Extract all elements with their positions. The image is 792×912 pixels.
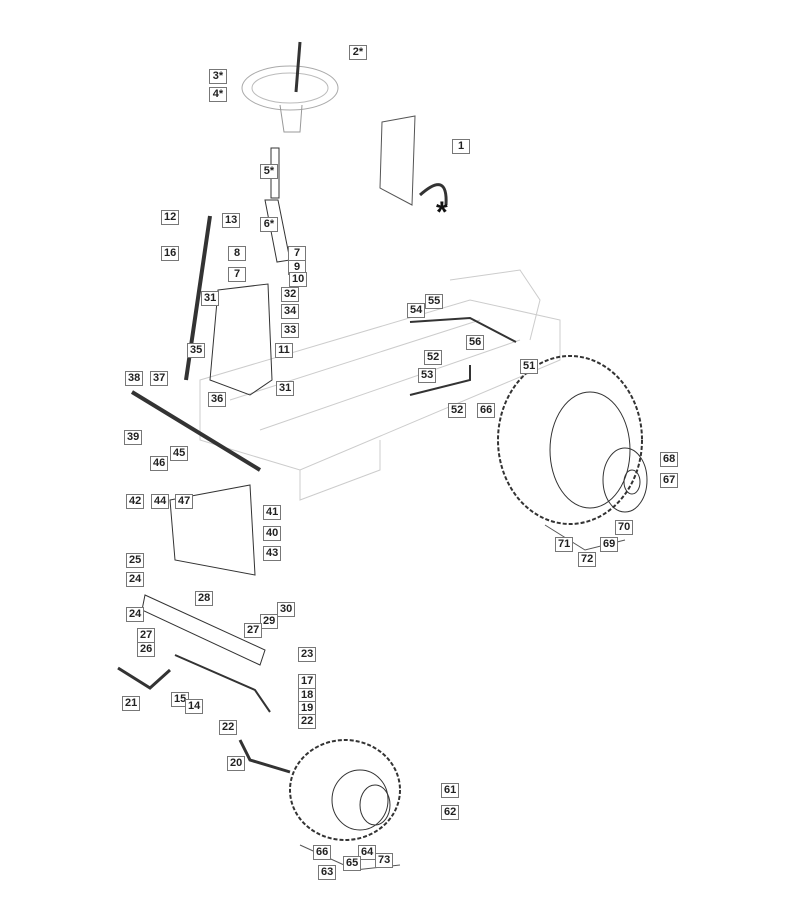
callout[interactable]: 13 xyxy=(222,213,241,228)
callout[interactable]: 19 xyxy=(298,701,317,716)
callout[interactable]: 44 xyxy=(151,494,170,509)
callout[interactable]: 24 xyxy=(126,607,145,622)
steering-wheel xyxy=(241,65,339,133)
callout[interactable]: 30 xyxy=(277,602,296,617)
callout[interactable]: 31 xyxy=(201,291,220,306)
callout[interactable]: 22 xyxy=(219,720,238,735)
callout[interactable]: 16 xyxy=(161,246,180,261)
front-axle-23 xyxy=(141,594,266,666)
callout[interactable]: 4* xyxy=(209,87,227,102)
callout[interactable]: 55 xyxy=(425,294,444,309)
callout[interactable]: 33 xyxy=(281,323,300,338)
callout[interactable]: 72 xyxy=(578,552,597,567)
front-wheel xyxy=(289,739,401,841)
callout[interactable]: 41 xyxy=(263,505,282,520)
callout[interactable]: 52 xyxy=(448,403,467,418)
callout[interactable]: 31 xyxy=(276,381,295,396)
callout[interactable]: 22 xyxy=(298,714,317,729)
callout[interactable]: 26 xyxy=(137,642,156,657)
callout[interactable]: 71 xyxy=(555,537,574,552)
callout[interactable]: 47 xyxy=(175,494,194,509)
callout[interactable]: 43 xyxy=(263,546,282,561)
callout[interactable]: 7 xyxy=(288,246,306,261)
column-bracket-11 xyxy=(209,283,273,396)
callout[interactable]: 63 xyxy=(318,865,337,880)
callout[interactable]: 70 xyxy=(615,520,634,535)
callout[interactable]: 1 xyxy=(452,139,470,154)
callout[interactable]: 5* xyxy=(260,164,278,179)
callout[interactable]: 51 xyxy=(520,359,539,374)
kit-1 xyxy=(379,115,416,206)
arrow xyxy=(419,183,448,206)
rear-wheel xyxy=(497,355,648,525)
callout[interactable]: 62 xyxy=(441,805,460,820)
callout[interactable]: 65 xyxy=(343,856,362,871)
callout[interactable]: 27 xyxy=(137,628,156,643)
callout[interactable]: 52 xyxy=(424,350,443,365)
asterisk-note-icon: * xyxy=(436,196,448,229)
callout[interactable]: 3* xyxy=(209,69,227,84)
callout[interactable]: 29 xyxy=(260,614,279,629)
bracket-lines xyxy=(299,524,626,871)
callout[interactable]: 64 xyxy=(358,845,377,860)
bolt-2 xyxy=(294,41,302,93)
rail-38 xyxy=(130,390,262,472)
rod-51 xyxy=(409,316,517,343)
callout[interactable]: 56 xyxy=(466,335,485,350)
callout[interactable]: 20 xyxy=(227,756,246,771)
callout[interactable]: 53 xyxy=(418,368,437,383)
callout[interactable]: 35 xyxy=(187,343,206,358)
callout[interactable]: 54 xyxy=(407,303,426,318)
chassis-frame xyxy=(199,269,561,501)
callout[interactable]: 42 xyxy=(126,494,145,509)
callout[interactable]: 32 xyxy=(281,287,300,302)
callout[interactable]: 14 xyxy=(185,699,204,714)
tie-rod-17 xyxy=(174,654,271,713)
callout[interactable]: 39 xyxy=(124,430,143,445)
callout[interactable]: 10 xyxy=(289,272,308,287)
callout[interactable]: 6* xyxy=(260,217,278,232)
callout[interactable]: 66 xyxy=(477,403,496,418)
callout[interactable]: 37 xyxy=(150,371,169,386)
callout[interactable]: 12 xyxy=(161,210,180,225)
callout[interactable]: 11 xyxy=(275,343,293,358)
axle-support-43 xyxy=(169,484,256,576)
callout[interactable]: 27 xyxy=(244,623,263,638)
spindle-21 xyxy=(117,666,172,690)
callout[interactable]: 24 xyxy=(126,572,145,587)
callout[interactable]: 25 xyxy=(126,553,145,568)
callout[interactable]: 8 xyxy=(228,246,246,261)
callout[interactable]: 73 xyxy=(375,853,394,868)
callout[interactable]: 28 xyxy=(195,591,214,606)
callout[interactable]: 34 xyxy=(281,304,300,319)
callout[interactable]: 38 xyxy=(125,371,144,386)
callout[interactable]: 40 xyxy=(263,526,282,541)
callout[interactable]: 69 xyxy=(600,537,619,552)
callout[interactable]: 46 xyxy=(150,456,169,471)
callout[interactable]: 68 xyxy=(660,452,679,467)
callout[interactable]: 17 xyxy=(298,674,317,689)
rod-52 xyxy=(409,365,471,396)
callout[interactable]: 61 xyxy=(441,783,460,798)
callout[interactable]: 45 xyxy=(170,446,189,461)
callout[interactable]: 21 xyxy=(122,696,141,711)
callout[interactable]: 2* xyxy=(349,45,367,60)
spindle-20 xyxy=(238,739,291,774)
callout[interactable]: 67 xyxy=(660,473,679,488)
callout[interactable]: 7 xyxy=(228,267,246,282)
callout[interactable]: 36 xyxy=(208,392,227,407)
callout[interactable]: 23 xyxy=(298,647,317,662)
callout[interactable]: 66 xyxy=(313,845,332,860)
